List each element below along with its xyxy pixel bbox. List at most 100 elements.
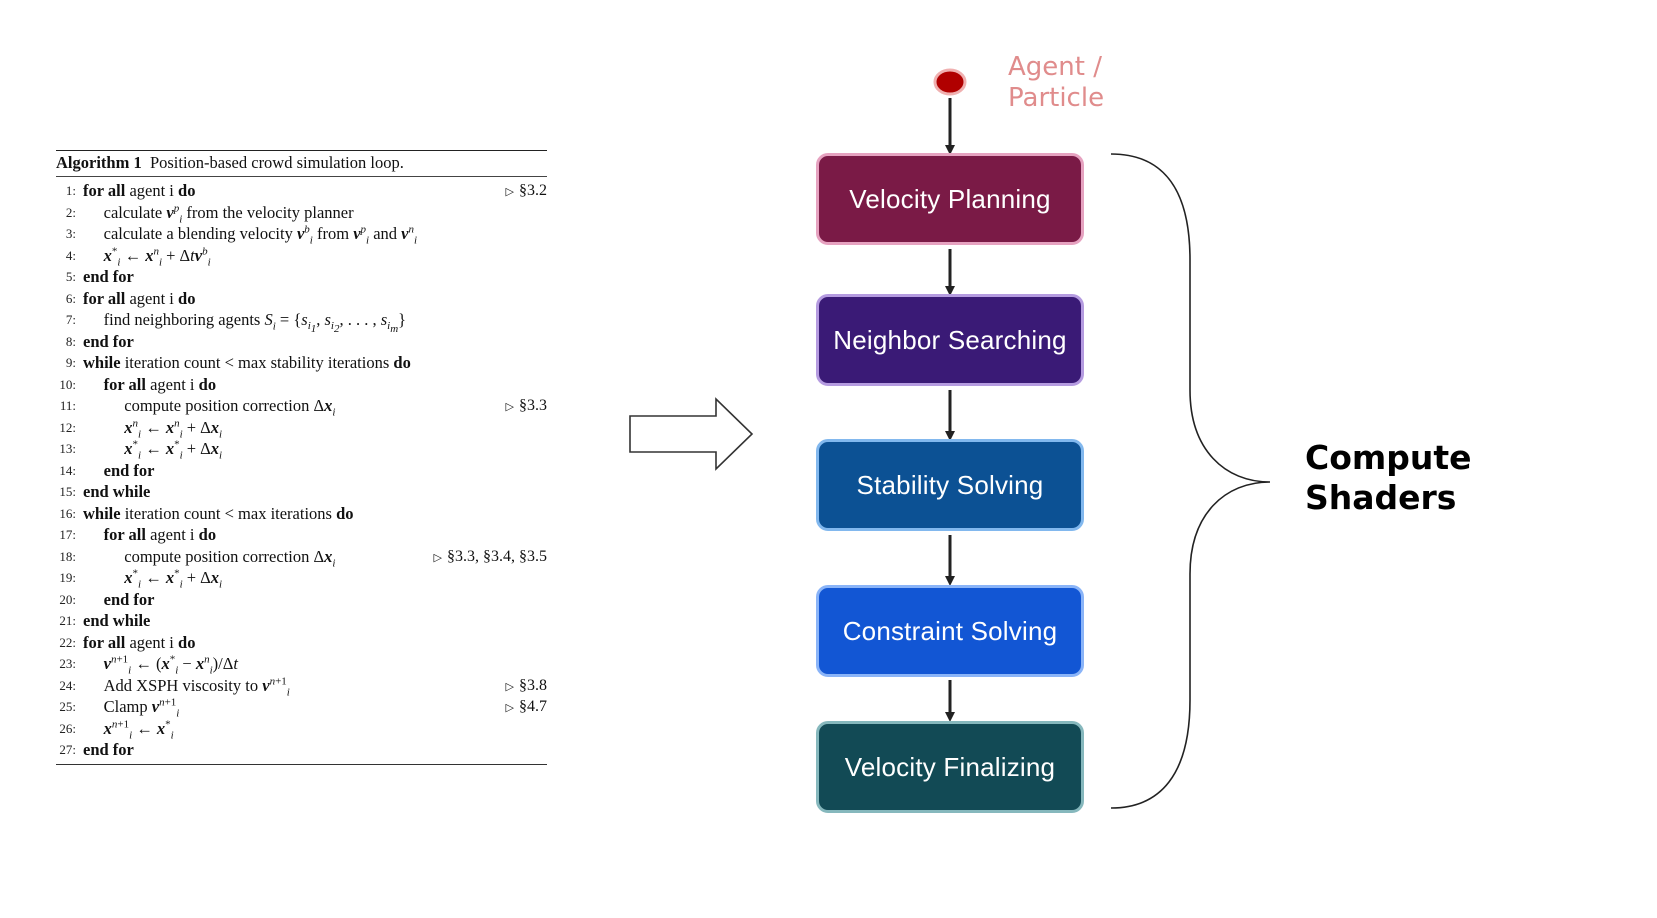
line-code: for all agent i do xyxy=(83,632,196,652)
line-number: 8: xyxy=(65,333,76,349)
brace-icon xyxy=(1110,153,1271,809)
line-number: 22: xyxy=(59,634,76,650)
line-code: end for xyxy=(83,331,134,351)
stage-constraint-solving: Constraint Solving xyxy=(816,585,1084,677)
algorithm-line: 6:for all agent i do xyxy=(56,288,547,310)
line-code: end while xyxy=(83,482,151,501)
algorithm-line: 14: end for xyxy=(56,460,547,482)
line-number: 3: xyxy=(65,226,76,241)
algorithm-line: 10: for all agent i do xyxy=(56,374,547,396)
agent-particle-dot xyxy=(933,68,967,96)
algorithm-lines: 1:for all agent i do▷§3.2 2: calculate v… xyxy=(56,177,547,761)
algorithm-line: 18: compute position correction Δxi▷§3.3… xyxy=(56,546,547,569)
stage-velocity-planning: Velocity Planning xyxy=(816,153,1084,245)
line-code: end for xyxy=(103,460,155,480)
line-code: find neighboring agents Si = {si1, si2, … xyxy=(83,310,407,336)
line-number: 17: xyxy=(59,527,76,542)
algorithm-line: 3: calculate a blending velocity vbi fro… xyxy=(56,223,547,247)
algorithm-line: 16:while iteration count < max iteration… xyxy=(56,503,547,525)
algorithm-line: 15: end while xyxy=(56,481,547,503)
algorithm-bottom-rule xyxy=(56,763,547,765)
line-code: x*i ← x*i + Δxi xyxy=(124,567,223,591)
line-number: 27: xyxy=(59,742,76,757)
section-ref: ▷§3.3, §3.4, §3.5 xyxy=(433,547,547,565)
line-code: x*i ← xni + Δtvbi xyxy=(103,245,211,268)
stage-velocity-finalizing: Velocity Finalizing xyxy=(816,721,1084,813)
algorithm-line: 13: x*i ← x*i + Δxi xyxy=(56,438,547,462)
transform-arrow-icon xyxy=(629,397,754,471)
line-number: 24: xyxy=(59,677,76,693)
line-code: xni ← xni + Δxi xyxy=(124,417,223,440)
line-number: 14: xyxy=(59,462,76,478)
line-code: x*i ← x*i + Δxi xyxy=(124,438,223,462)
algorithm-line: 11: compute position correction Δxi▷§3.3 xyxy=(56,395,547,419)
algorithm-caption: Algorithm 1 Position-based crowd simulat… xyxy=(56,151,547,177)
algorithm-line: 20: end for xyxy=(56,589,547,611)
compute-shaders-label: Compute Shaders xyxy=(1305,438,1472,517)
line-number: 10: xyxy=(59,376,76,392)
algorithm-line: 7: find neighboring agents Si = {si1, si… xyxy=(56,309,547,336)
algorithm-line: 25: Clamp vn+1i ▷§4.7 xyxy=(56,696,547,720)
line-number: 11: xyxy=(59,398,76,413)
line-code: while iteration count < max stability it… xyxy=(83,353,411,372)
line-number: 21: xyxy=(59,613,76,628)
algorithm-line: 22: for all agent i do xyxy=(56,632,547,654)
stage-neighbor-searching: Neighbor Searching xyxy=(816,294,1084,386)
line-code: vn+1i ← (x*i − xni)/Δt xyxy=(103,653,238,677)
algorithm-line: 27: end for xyxy=(56,739,547,761)
section-ref: ▷§3.2 xyxy=(505,182,547,199)
algorithm-line: 17: for all agent i do xyxy=(56,524,547,546)
line-number: 12: xyxy=(59,419,76,435)
triangle-icon: ▷ xyxy=(505,186,514,198)
line-code: compute position correction Δxi xyxy=(83,396,336,419)
line-number: 26: xyxy=(59,720,76,736)
line-code: for all agent i do xyxy=(83,181,196,200)
algorithm-caption-label: Algorithm 1 xyxy=(56,153,142,172)
algorithm-top-rule xyxy=(56,150,547,151)
line-code: calculate a blending velocity vbi from v… xyxy=(83,223,418,247)
algorithm-line: 23: vn+1i ← (x*i − xni)/Δt xyxy=(56,653,547,677)
algorithm-line: 8: end for xyxy=(56,331,547,353)
line-code: Clamp vn+1i xyxy=(83,696,180,720)
algorithm-line: 4: x*i ← xni + Δtvbi xyxy=(56,245,547,268)
algorithm-line: 24: Add XSPH viscosity to vn+1i▷§3.8 xyxy=(56,675,547,698)
algorithm-line: 5: end for xyxy=(56,266,547,288)
line-code: end for xyxy=(103,589,155,609)
agent-particle-label: Agent / Particle xyxy=(1008,52,1105,113)
line-code: for all agent i do xyxy=(83,288,196,308)
triangle-icon: ▷ xyxy=(505,401,514,413)
algorithm-line: 1:for all agent i do▷§3.2 xyxy=(56,180,547,202)
line-number: 23: xyxy=(59,656,76,671)
line-code: xn+1i ← x*i xyxy=(103,718,174,741)
line-number: 15: xyxy=(59,484,76,499)
algorithm-caption-text: Position-based crowd simulation loop. xyxy=(149,153,404,172)
algorithm-line: 12: xni ← xni + Δxi xyxy=(56,417,547,440)
line-number: 9: xyxy=(65,355,76,370)
triangle-icon: ▷ xyxy=(505,680,514,693)
line-number: 4: xyxy=(65,247,76,263)
line-number: 13: xyxy=(59,441,76,456)
line-code: for all agent i do xyxy=(103,374,217,394)
section-ref: ▷§4.7 xyxy=(505,698,547,715)
line-code: compute position correction Δxi xyxy=(83,546,336,569)
line-number: 7: xyxy=(65,312,76,327)
algorithm-line: 21: end while xyxy=(56,610,547,632)
line-code: for all agent i do xyxy=(103,525,217,544)
section-ref: ▷§3.8 xyxy=(505,676,547,694)
line-code: end while xyxy=(83,611,151,630)
algorithm-line: 2: calculate vpi from the velocity plann… xyxy=(56,202,547,225)
triangle-icon: ▷ xyxy=(505,702,514,714)
line-number: 25: xyxy=(59,699,76,714)
algorithm-listing: Algorithm 1 Position-based crowd simulat… xyxy=(56,150,547,765)
line-code: end for xyxy=(83,740,134,759)
line-code: end for xyxy=(83,267,134,286)
stage-stability-solving: Stability Solving xyxy=(816,439,1084,531)
line-code: while iteration count < max iterations d… xyxy=(83,503,354,523)
line-number: 5: xyxy=(65,269,76,284)
line-number: 2: xyxy=(65,204,76,220)
line-number: 19: xyxy=(59,570,76,585)
line-number: 20: xyxy=(59,591,76,607)
line-code: calculate vpi from the velocity planner xyxy=(83,202,354,225)
